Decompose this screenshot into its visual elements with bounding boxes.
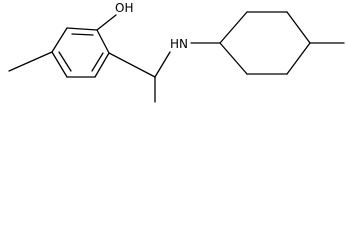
ch-to-nh-bond (154, 51, 171, 78)
hydroxyl-label: OH (115, 1, 133, 15)
ring-bond (96, 29, 110, 54)
cyclohexane-bond (286, 42, 311, 75)
ring-to-ch-bond (108, 52, 156, 78)
molecule-svg: OH HN (8, 1, 345, 103)
ring-methyl-bond (8, 51, 53, 72)
cyclohexane-ring (219, 11, 311, 75)
ring-double-bond (58, 51, 72, 72)
cyclohexane-bond (219, 42, 248, 75)
ring-bond (51, 27, 68, 53)
benzene-ring (51, 27, 110, 78)
ring-bond (94, 52, 110, 78)
ring-bond (51, 51, 68, 78)
structure-diagram: OH HN (0, 0, 346, 115)
ring-bond (66, 27, 98, 31)
hydroxyl-bond (96, 14, 117, 31)
cyclohexane-bond (219, 11, 248, 44)
ring-double-bond (71, 33, 94, 36)
cyclohexane-bond (286, 11, 311, 44)
amine-label: HN (170, 37, 188, 51)
ring-double-bond (91, 52, 104, 72)
